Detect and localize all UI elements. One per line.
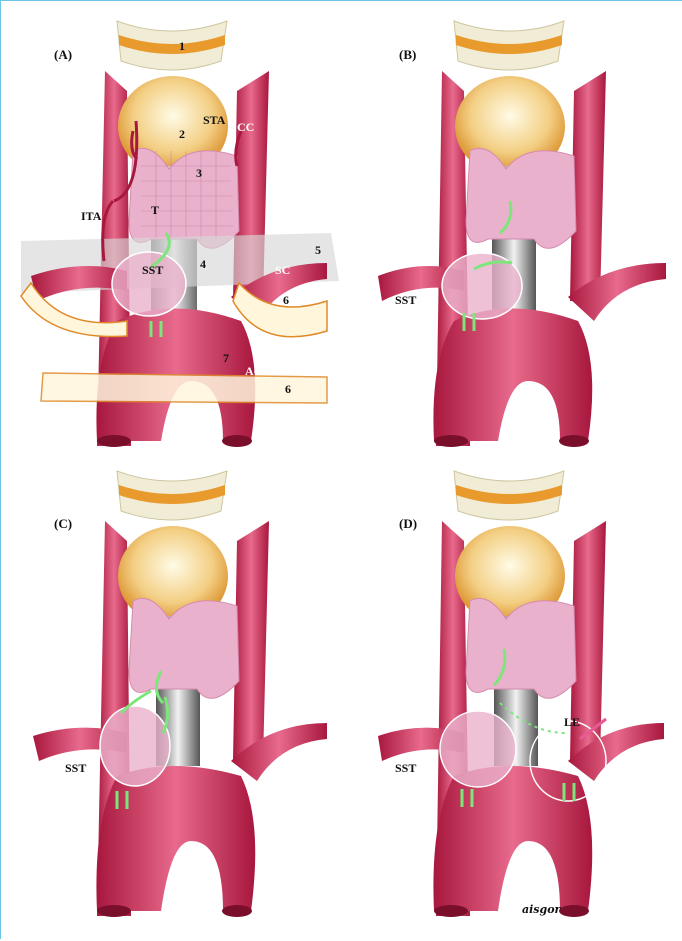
label-3: 3	[196, 166, 202, 181]
label-2: 2	[179, 127, 185, 142]
signature: aisgor	[522, 903, 560, 916]
left-carotid-artery	[570, 71, 606, 301]
label-sst: SST	[395, 293, 416, 308]
label-sst: SST	[142, 263, 163, 278]
thyroid-gland	[129, 598, 239, 698]
label-sc: SC	[275, 263, 290, 278]
sst-mass	[100, 706, 170, 786]
label-6-upper: 6	[283, 293, 289, 308]
panel-a-illustration	[1, 1, 342, 471]
panel-label: (B)	[399, 47, 416, 63]
aorta-end-left	[559, 905, 589, 917]
panel-c-illustration	[1, 471, 342, 940]
label-sst: SST	[65, 761, 86, 776]
panel-label: (D)	[399, 516, 417, 532]
thyroid-gland	[466, 148, 576, 248]
aortic-arch	[96, 766, 255, 911]
panel-b: (B) SST	[342, 1, 682, 471]
label-sta: STA	[203, 113, 225, 128]
aorta-end-right	[434, 435, 468, 447]
label-t: T	[151, 203, 159, 218]
thyroid-gland	[129, 148, 239, 248]
label-1: 1	[179, 39, 185, 54]
panel-d: (D) SST LE	[342, 471, 682, 941]
aorta-end-left	[559, 435, 589, 447]
label-5: 5	[315, 243, 321, 258]
panel-label: (C)	[54, 516, 72, 532]
panel-label: (A)	[54, 47, 72, 63]
label-7: 7	[223, 351, 229, 366]
panel-c: (C) SST	[1, 471, 342, 941]
thyroid-gland	[466, 598, 576, 698]
label-sst: SST	[395, 761, 416, 776]
aorta-end-right	[97, 905, 131, 917]
aorta-end-right	[97, 435, 131, 447]
label-4: 4	[200, 257, 206, 272]
label-le: LE	[564, 715, 580, 730]
sst-mass	[112, 252, 186, 316]
aorta-end-left	[222, 905, 252, 917]
label-ita: ITA	[81, 209, 101, 224]
aortic-arch	[433, 766, 592, 911]
panel-b-illustration	[342, 1, 682, 471]
aorta-end-right	[434, 905, 468, 917]
aorta-end-left	[222, 435, 252, 447]
label-6-lower: 6	[285, 382, 291, 397]
panel-d-illustration	[342, 471, 682, 940]
panel-a: (A) 1 2 STA CC 3 ITA T 4 SST 5 SC 6 7 AO…	[1, 1, 342, 471]
label-ao: AO	[245, 364, 263, 379]
aortic-arch	[433, 309, 592, 442]
sst-mass-right	[440, 711, 516, 787]
label-cc: CC	[237, 120, 254, 135]
